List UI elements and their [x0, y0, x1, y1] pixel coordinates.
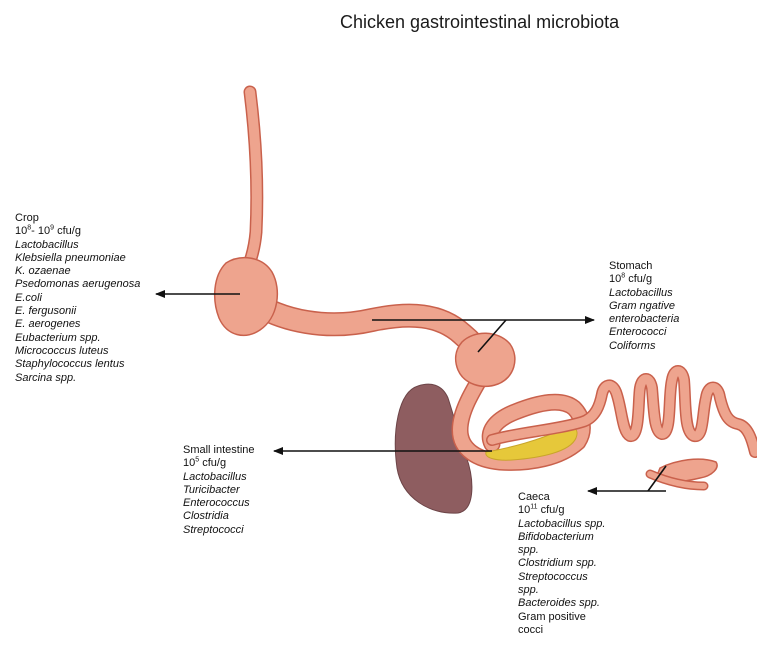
crop-count-base1: 10: [15, 225, 27, 237]
crop-species: Psedomonas aerugenosa: [15, 278, 140, 291]
crop-species: E. fergusonii: [15, 305, 140, 318]
crop-species: Sarcina spp.: [15, 372, 140, 385]
caeca-species: Streptococcus: [518, 571, 605, 584]
crop-count-sep: -: [31, 225, 38, 237]
small-intestine-count: 105 cfu/g: [183, 457, 255, 470]
caeca-label-block: Caeca 1011 cfu/g Lactobacillus spp. Bifi…: [518, 491, 605, 637]
stomach-count-base: 10: [609, 273, 621, 285]
crop-shape: [215, 258, 278, 336]
small-intestine-species: Lactobacillus: [183, 471, 255, 484]
caeca-count-unit: cfu/g: [538, 504, 565, 516]
caeca-species: Bacteroides spp.: [518, 597, 605, 610]
crop-species: Lactobacillus: [15, 239, 140, 252]
crop-species: E.coli: [15, 292, 140, 305]
caeca-species: Bifidobacterium: [518, 531, 605, 544]
crop-label-block: Crop 108- 109 cfu/g Lactobacillus Klebsi…: [15, 212, 140, 385]
small-intestine-count-unit: cfu/g: [199, 457, 226, 469]
stomach-name: Stomach: [609, 260, 679, 273]
diagram-title: Chicken gastrointestinal microbiota: [340, 12, 619, 33]
caeca-species: spp.: [518, 584, 605, 597]
crop-species: E. aerogenes: [15, 318, 140, 331]
gizzard-shape: [456, 333, 515, 386]
caeca-count-exp: 11: [530, 504, 537, 511]
stomach-label-block: Stomach 108 cfu/g Lactobacillus Gram nga…: [609, 260, 679, 353]
crop-count-base2: 10: [38, 225, 50, 237]
stomach-species: Lactobacillus: [609, 287, 679, 300]
small-intestine-species: Clostridia: [183, 510, 255, 523]
caeca-species: Clostridium spp.: [518, 557, 605, 570]
crop-species: Staphylococcus lentus: [15, 358, 140, 371]
stomach-count-unit: cfu/g: [625, 273, 652, 285]
oesophagus-shape: [240, 92, 257, 284]
caeca-name: Caeca: [518, 491, 605, 504]
small-intestine-label-block: Small intestine 105 cfu/g Lactobacillus …: [183, 444, 255, 537]
stomach-species: enterobacteria: [609, 313, 679, 326]
crop-name: Crop: [15, 212, 140, 225]
caeca-species-plain: cocci: [518, 624, 605, 637]
crop-count: 108- 109 cfu/g: [15, 225, 140, 238]
small-intestine-name: Small intestine: [183, 444, 255, 457]
caeca-species-plain: Gram positive: [518, 611, 605, 624]
crop-species: K. ozaenae: [15, 265, 140, 278]
crop-species: Klebsiella pneumoniae: [15, 252, 140, 265]
small-intestine-species: Enterococcus: [183, 497, 255, 510]
small-intestine-count-base: 10: [183, 457, 195, 469]
crop-species: Eubacterium spp.: [15, 332, 140, 345]
caeca-species: Lactobacillus spp.: [518, 518, 605, 531]
caeca-count: 1011 cfu/g: [518, 504, 605, 517]
stomach-count: 108 cfu/g: [609, 273, 679, 286]
small-intestine-species: Streptococci: [183, 524, 255, 537]
stomach-species: Coliforms: [609, 340, 679, 353]
proventriculus-shape: [250, 300, 484, 358]
crop-count-unit: cfu/g: [54, 225, 81, 237]
stomach-species: Enterococci: [609, 326, 679, 339]
crop-species: Micrococcus luteus: [15, 345, 140, 358]
caeca-species: spp.: [518, 544, 605, 557]
small-intestine-species: Turicibacter: [183, 484, 255, 497]
stomach-species: Gram ngative: [609, 300, 679, 313]
caeca-count-base: 10: [518, 504, 530, 516]
